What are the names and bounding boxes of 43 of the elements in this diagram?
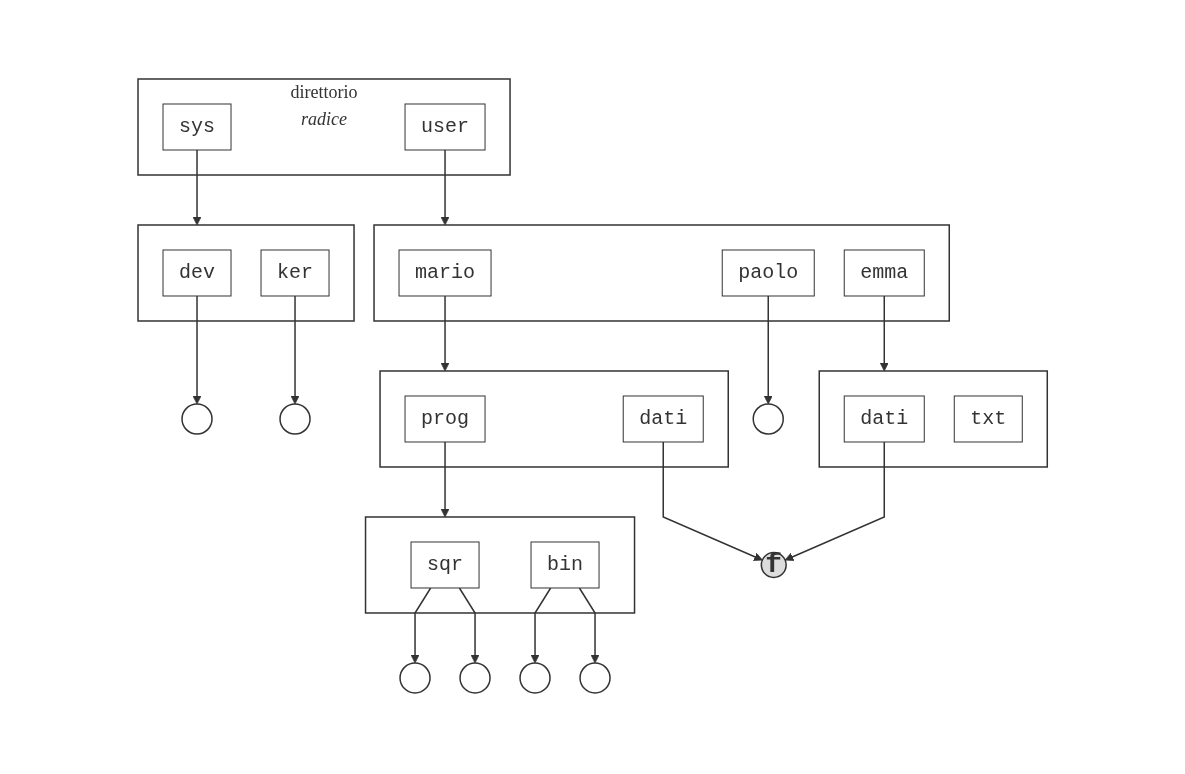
node-circle: [181, 403, 213, 435]
node-box: emma: [843, 249, 925, 297]
arrow: [192, 149, 202, 226]
node-circle: [279, 403, 311, 435]
arrow: [784, 441, 885, 562]
arrow: [410, 587, 432, 664]
node-box: bin: [530, 541, 600, 589]
arrow: [662, 441, 763, 562]
node-box: txt: [953, 395, 1023, 443]
node-circle: [459, 662, 491, 694]
arrow: [530, 587, 552, 664]
cluster: [137, 224, 355, 322]
node-circle: [752, 403, 784, 435]
cluster: [364, 516, 636, 614]
node-box: user: [404, 103, 486, 151]
node-box: mario: [398, 249, 492, 297]
node-box: dev: [162, 249, 232, 297]
node-box: dati: [843, 395, 925, 443]
cluster: [373, 224, 950, 322]
arrow: [458, 587, 480, 664]
node-circle: [519, 662, 551, 694]
arrow: [290, 295, 300, 405]
node-circle: [399, 662, 431, 694]
arrow: [763, 295, 773, 405]
cluster: [379, 370, 729, 468]
node-circle: [579, 662, 611, 694]
arrow: [879, 295, 889, 372]
arrow: [440, 295, 450, 372]
cluster: [137, 78, 511, 176]
cluster: [818, 370, 1048, 468]
node-box: sys: [162, 103, 232, 151]
node-box: prog: [404, 395, 486, 443]
node-box: dati: [622, 395, 704, 443]
node-label: direttorio: [290, 82, 358, 103]
node-box: paolo: [721, 249, 815, 297]
node-label: radice: [300, 109, 347, 130]
arrow: [440, 149, 450, 226]
arrow: [192, 295, 202, 405]
node-circle: f: [760, 552, 787, 579]
arrow: [440, 441, 450, 518]
node-box: sqr: [410, 541, 480, 589]
arrow: [578, 587, 600, 664]
node-box: ker: [260, 249, 330, 297]
